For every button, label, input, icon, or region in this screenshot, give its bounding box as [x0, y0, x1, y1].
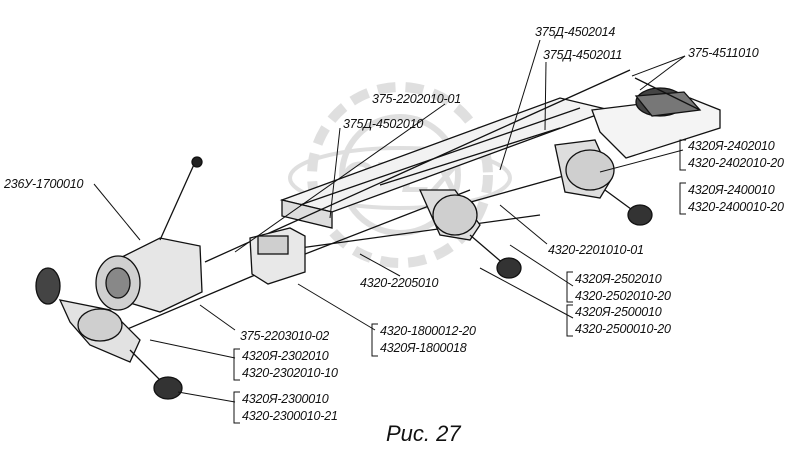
label-cable-1: 375Д-4502010 — [343, 117, 423, 131]
label-middle-axle-a: 4320Я-2500010 — [575, 305, 662, 319]
label-intermediate-b: 4320Я-1800018 — [380, 341, 467, 355]
label-brackets — [233, 139, 686, 424]
label-rear-reducer-b: 4320-2402010-20 — [688, 156, 784, 170]
label-middle-reducer-a: 4320Я-2502010 — [575, 272, 662, 286]
label-intermediate-a: 4320-1800012-20 — [380, 324, 476, 338]
label-front-reducer-a: 4320Я-2302010 — [242, 349, 329, 363]
label-rear-reducer-a: 4320Я-2402010 — [688, 139, 775, 153]
leader-lines — [93, 39, 686, 403]
label-front-axle-a: 4320Я-2300010 — [242, 392, 329, 406]
label-shaft-middle: 4320-2201010-01 — [548, 243, 644, 257]
label-shaft-rear: 4320-2205010 — [360, 276, 438, 290]
part-labels: 236У-1700010 375-2202010-01 375Д-4502010… — [3, 25, 784, 423]
label-shaft-front: 375-2202010-01 — [372, 92, 461, 106]
label-front-axle-b: 4320-2300010-21 — [242, 409, 338, 423]
label-middle-reducer-b: 4320-2502010-20 — [575, 289, 671, 303]
label-rear-axle-a: 4320Я-2400010 — [688, 183, 775, 197]
label-winch: 375-4511010 — [688, 46, 759, 60]
label-rear-axle-b: 4320-2400010-20 — [688, 200, 784, 214]
label-front-shaft: 375-2203010-02 — [240, 329, 329, 343]
label-cable-3: 375Д-4502011 — [543, 48, 622, 62]
front-axle — [35, 267, 183, 400]
winch — [634, 77, 702, 117]
figure-caption: Рис. 27 — [386, 421, 461, 446]
label-cable-2: 375Д-4502014 — [535, 25, 615, 39]
label-transfer-case: 236У-1700010 — [3, 177, 84, 191]
label-front-reducer-b: 4320-2302010-10 — [242, 366, 338, 380]
intermediate-box — [249, 227, 306, 285]
label-middle-axle-b: 4320-2500010-20 — [575, 322, 671, 336]
middle-axle — [418, 189, 522, 279]
rear-axle — [554, 139, 653, 226]
transfer-case — [95, 156, 203, 313]
